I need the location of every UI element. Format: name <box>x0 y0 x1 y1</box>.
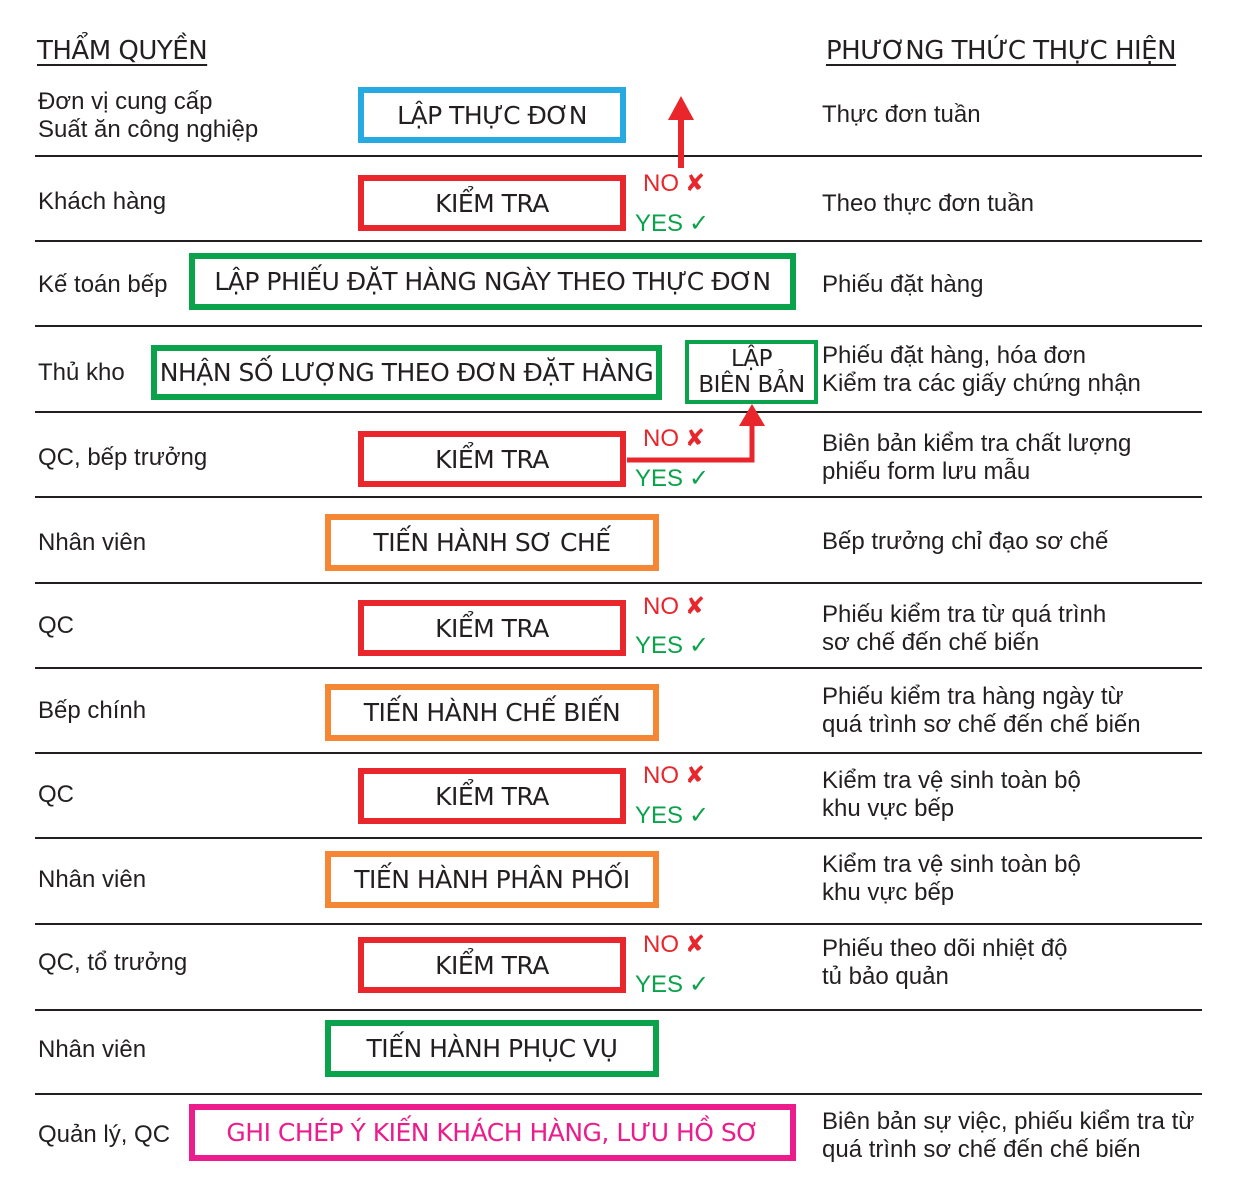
row-divider <box>35 923 1202 925</box>
role-label: Khách hàng <box>38 188 167 215</box>
arrow-pass-to-report <box>627 404 765 463</box>
check-icon: ✓ <box>689 465 710 492</box>
method-label: Kiểm tra vệ sinh toàn bộ khu vực bếp <box>822 851 1081 906</box>
cross-icon: ✘ <box>685 931 706 958</box>
step-create-menu: LẬP THỰC ĐƠN <box>358 87 626 143</box>
step-check: KIỂM TRA <box>358 600 626 656</box>
row-divider <box>35 411 1202 413</box>
role-label: Thủ kho <box>38 359 125 386</box>
step-cook: TIẾN HÀNH CHẾ BIẾN <box>325 684 659 741</box>
row-divider <box>35 325 1202 327</box>
no-label: NO✘ <box>643 170 706 197</box>
method-label: Phiếu đặt hàng <box>822 271 984 298</box>
row-divider <box>35 582 1202 584</box>
step-distribute: TIẾN HÀNH PHÂN PHỐI <box>325 851 659 908</box>
row-divider <box>35 240 1202 242</box>
authority-header: THẨM QUYỀN <box>37 36 208 66</box>
method-label: Biên bản kiểm tra chất lượng phiếu form … <box>822 430 1132 485</box>
role-label: QC <box>38 781 74 808</box>
step-check: KIỂM TRA <box>358 768 626 824</box>
method-label: Phiếu kiểm tra hàng ngày từ quá trình sơ… <box>822 683 1141 738</box>
method-label: Theo thực đơn tuần <box>822 190 1034 217</box>
role-label: Đơn vị cung cấp Suất ăn công nghiệp <box>38 88 259 143</box>
yes-label: YES✓ <box>635 802 710 829</box>
check-icon: ✓ <box>689 971 710 998</box>
check-icon: ✓ <box>689 802 710 829</box>
step-serve: TIẾN HÀNH PHỤC VỤ <box>325 1020 659 1077</box>
row-divider <box>35 837 1202 839</box>
step-check: KIỂM TRA <box>358 937 626 993</box>
cross-icon: ✘ <box>685 762 706 789</box>
method-header: PHƯƠNG THỨC THỰC HIỆN <box>826 36 1177 66</box>
method-label: Phiếu theo dõi nhiệt độ tủ bảo quản <box>822 935 1068 990</box>
method-label: Bếp trưởng chỉ đạo sơ chế <box>822 528 1109 555</box>
cross-icon: ✘ <box>685 425 706 452</box>
role-label: Quản lý, QC <box>38 1121 171 1148</box>
role-label: QC, bếp trưởng <box>38 444 208 471</box>
role-label: QC <box>38 612 74 639</box>
role-label: Nhân viên <box>38 529 147 556</box>
role-label: Nhân viên <box>38 1036 147 1063</box>
no-label: NO✘ <box>643 931 706 958</box>
yes-label: YES✓ <box>635 632 710 659</box>
no-label: NO✘ <box>643 593 706 620</box>
method-label: Thực đơn tuần <box>822 101 981 128</box>
row-divider <box>35 1009 1202 1011</box>
row-divider <box>35 496 1202 498</box>
role-label: Kế toán bếp <box>38 271 168 298</box>
yes-label: YES✓ <box>635 465 710 492</box>
step-receive-goods: NHẬN SỐ LƯỢNG THEO ĐƠN ĐẶT HÀNG <box>151 345 662 400</box>
role-label: Bếp chính <box>38 697 147 724</box>
step-check: KIỂM TRA <box>358 431 626 487</box>
row-divider <box>35 155 1202 157</box>
check-icon: ✓ <box>689 210 710 237</box>
row-divider <box>35 1093 1202 1095</box>
yes-label: YES✓ <box>635 971 710 998</box>
step-create-order: LẬP PHIẾU ĐẶT HÀNG NGÀY THEO THỰC ĐƠN <box>189 253 796 310</box>
cross-icon: ✘ <box>685 593 706 620</box>
row-divider <box>35 752 1202 754</box>
yes-label: YES✓ <box>635 210 710 237</box>
method-label: Phiếu kiểm tra từ quá trình sơ chế đến c… <box>822 601 1107 656</box>
method-label: Phiếu đặt hàng, hóa đơn Kiểm tra các giấ… <box>822 342 1141 397</box>
step-preprocess: TIẾN HÀNH SƠ CHẾ <box>325 514 659 571</box>
check-icon: ✓ <box>689 632 710 659</box>
row-divider <box>35 667 1202 669</box>
no-label: NO✘ <box>643 762 706 789</box>
no-label: NO✘ <box>643 425 706 452</box>
step-create-report: LẬP BIÊN BẢN <box>685 340 818 404</box>
role-label: Nhân viên <box>38 866 147 893</box>
method-label: Kiểm tra vệ sinh toàn bộ khu vực bếp <box>822 767 1081 822</box>
step-check: KIỂM TRA <box>358 175 626 231</box>
step-record-feedback: GHI CHÉP Ý KIẾN KHÁCH HÀNG, LƯU HỒ SƠ <box>189 1104 796 1161</box>
arrow-reject-to-menu <box>668 96 694 168</box>
role-label: QC, tổ trưởng <box>38 949 188 976</box>
method-label: Biên bản sự việc, phiếu kiểm tra từ quá … <box>822 1108 1195 1163</box>
cross-icon: ✘ <box>685 170 706 197</box>
